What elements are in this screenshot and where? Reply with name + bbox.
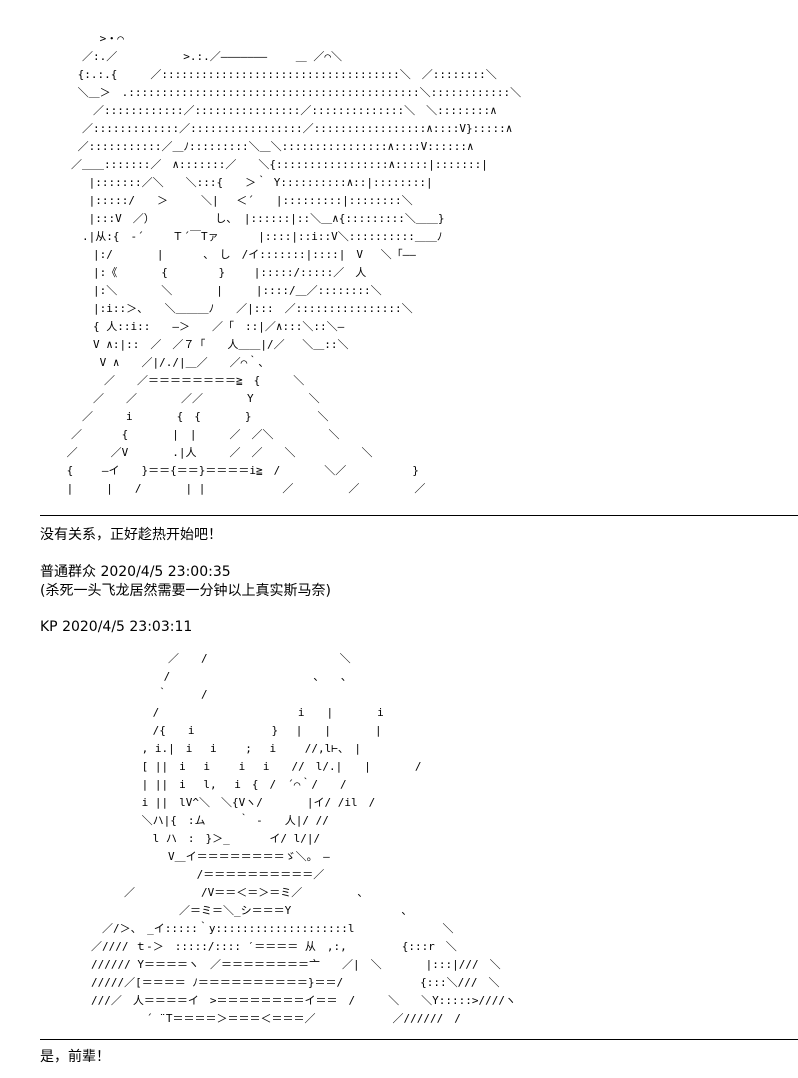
message-text: 没有关系，正好趁热开始吧！ xyxy=(40,527,222,543)
ascii-art-figure-top: >・⌒ ／:.／ >.:.／――――――― ＿ ／⌒＼ {:.:.{ ／::::… xyxy=(66,32,522,495)
post-timestamp: 2020/4/5 23:00:35 xyxy=(96,564,231,580)
post-divider xyxy=(40,1039,798,1040)
post-text: (杀死一头飞龙居然需要一分钟以上真实斯马奈) xyxy=(40,583,331,599)
post-author: KP xyxy=(40,619,58,635)
message-text: 是，前辈！ xyxy=(40,1049,110,1065)
post-header: KP 2020/4/5 23:03:11 xyxy=(40,618,192,636)
post-timestamp: 2020/4/5 23:03:11 xyxy=(57,619,193,635)
post-divider xyxy=(40,515,798,516)
post-header: 普通群众 2020/4/5 23:00:35 xyxy=(40,563,231,581)
post-author: 普通群众 xyxy=(40,564,96,580)
ascii-art-figure-bottom: ／ / ＼ / 、 、 ｀ / / i | i /{ i } | | | , i… xyxy=(90,652,516,1025)
